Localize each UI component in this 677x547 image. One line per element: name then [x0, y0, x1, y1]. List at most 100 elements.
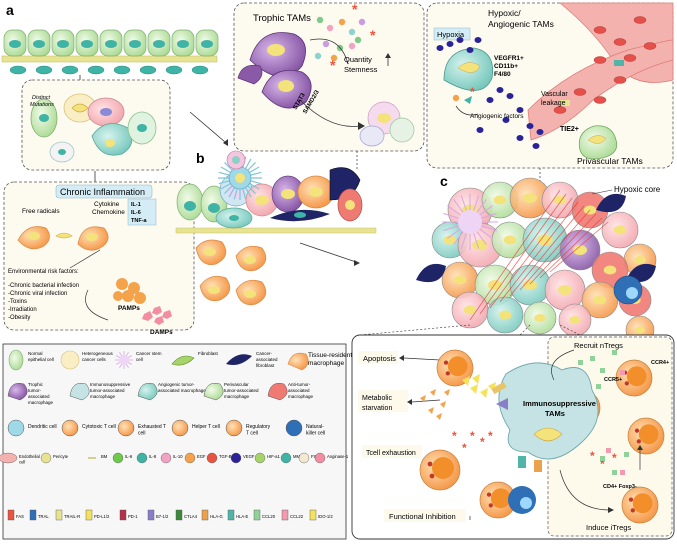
ccl-marker: [606, 448, 611, 453]
legend-fibroblast-icon: [171, 355, 195, 366]
legend-row5-icon: [281, 509, 289, 521]
env-item-2: -Chronic viral infection: [8, 291, 67, 297]
angiogenic-factors-label: Angiogenic factors: [470, 113, 524, 120]
cytokine-dot: [316, 16, 324, 24]
damps-label: DAMPs: [150, 329, 173, 336]
dendritic-body: [458, 210, 482, 234]
legend-row5-label: HLA-G: [210, 514, 223, 519]
angiogenic-tams-box: Hypoxic/ Angiogenic TAMs Hypoxia * VEGFR…: [426, 2, 674, 169]
arrowhead-a-to-b: [223, 139, 228, 146]
legend-stem-icon: [119, 355, 129, 365]
helper-t-cell-granule: [486, 492, 492, 497]
vessel-line: [519, 209, 591, 291]
legend-row2-label: tumor-associated: [90, 388, 125, 393]
stromal-cell: [165, 65, 183, 75]
legend-row4-icon: [112, 452, 124, 464]
treg-3-granule: [634, 428, 640, 433]
tumor-nucleus: [613, 225, 627, 235]
red-blood-cell: [553, 106, 567, 114]
legend-row5-label: PD-L1/2: [94, 514, 110, 519]
ccl-marker: [596, 384, 601, 389]
legend-row2-label: macrophage: [90, 394, 116, 399]
angiogenic-factor-dots: *: [436, 37, 544, 149]
ccl-marker: [612, 470, 617, 475]
cytokine-dot: [348, 28, 356, 36]
red-blood-cell: [643, 42, 657, 50]
legend-row4-icon: [206, 452, 218, 464]
ido-marker: [470, 384, 478, 394]
tumor-nucleus: [573, 245, 587, 255]
vessel-line: [549, 221, 609, 273]
epithelial-cell-row: [3, 29, 219, 75]
apoptosis-label: Apoptosis: [363, 354, 396, 363]
metabolite: [428, 407, 434, 414]
legend-row3-label: cell: [138, 431, 146, 437]
cytokine-dot: [330, 54, 338, 62]
legend-row5-label: FAS: [16, 514, 24, 519]
vessel-line: [509, 205, 585, 297]
treg-1-nucleus: [626, 366, 647, 387]
vegf-dot: [466, 47, 474, 53]
trophic-tams-box: Trophic TAMs *** STAT3 SAMD2/3 Quantity …: [233, 1, 425, 152]
hif-marker: [464, 96, 472, 104]
vegf-dot: [436, 45, 444, 51]
red-blood-cell: [623, 54, 637, 62]
epithelial-nucleus: [9, 40, 21, 48]
tumor-nucleus: [635, 326, 645, 334]
caf-cell: [416, 263, 446, 283]
tgf-star: *: [452, 429, 457, 443]
legend-row4-icon: [136, 452, 148, 464]
red-blood-cell: [613, 38, 627, 46]
legend-mac-icon: [203, 383, 224, 401]
vegf-dot: [496, 87, 504, 93]
induce-label: Induce iTregs: [586, 523, 631, 532]
vegf-dot: [446, 41, 454, 47]
helper-t-cell-nucleus: [490, 488, 511, 509]
legend-row5-label: CCL22: [290, 514, 304, 519]
itreg-granule: [630, 508, 635, 513]
arrow-env-curve: [85, 289, 109, 321]
epithelial-nucleus: [201, 40, 213, 48]
hypoxic-core-label: Hypoxic core: [614, 185, 661, 194]
legend-cancer-icon: [60, 350, 80, 370]
legend-row2-label: Trophic: [28, 382, 44, 387]
legend-row5-icon: [253, 509, 261, 521]
stromal-cell: [87, 65, 105, 75]
legend-row4-label: BM: [101, 454, 108, 459]
red-blood-cell: [573, 88, 587, 96]
quantity-label: Quantity: [344, 55, 372, 64]
tgf-star: *: [462, 441, 467, 455]
epithelial-nucleus: [177, 40, 189, 48]
panel-c-label: c: [440, 173, 448, 189]
tgf-star: *: [590, 449, 595, 463]
legend-row5-icon: [147, 509, 155, 521]
vegf-dot: [486, 97, 494, 103]
tumor-nucleus: [558, 285, 572, 295]
ido-marker: [462, 376, 470, 386]
cytotoxic-t-cell-nucleus: [447, 356, 468, 377]
ccl-marker: [578, 360, 583, 365]
tumor-nucleus: [523, 280, 537, 290]
legend-row3-label: Natural-: [306, 424, 324, 430]
arrow-a-to-b: [189, 111, 226, 143]
tgf-star: *: [330, 57, 336, 73]
red-blood-cell: [593, 56, 607, 64]
cytokine-list-box: [127, 198, 157, 226]
vegf-dot: [516, 135, 524, 141]
recruit-label: Recruit nTregs: [574, 341, 623, 350]
vegf-dot: [536, 129, 544, 135]
ccl-marker: [620, 470, 625, 475]
env-item-5: -Obesity: [8, 315, 30, 321]
vessel-line: [489, 197, 573, 309]
stromal-cell: [191, 65, 209, 75]
inflammation-title-box: [55, 184, 153, 199]
cytokine-dot: [348, 42, 356, 50]
angio-title-2: Angiogenic TAMs: [488, 19, 554, 29]
env-item-4: -Irradiation: [8, 307, 37, 313]
hypoxic-core-pointer: [591, 189, 613, 195]
hypoxia-label: Hypoxia: [437, 30, 465, 39]
legend-row4-label: IL-6: [125, 454, 133, 459]
legend-row2-label: associated macrophage: [158, 388, 206, 393]
vessel-line: [499, 201, 579, 303]
